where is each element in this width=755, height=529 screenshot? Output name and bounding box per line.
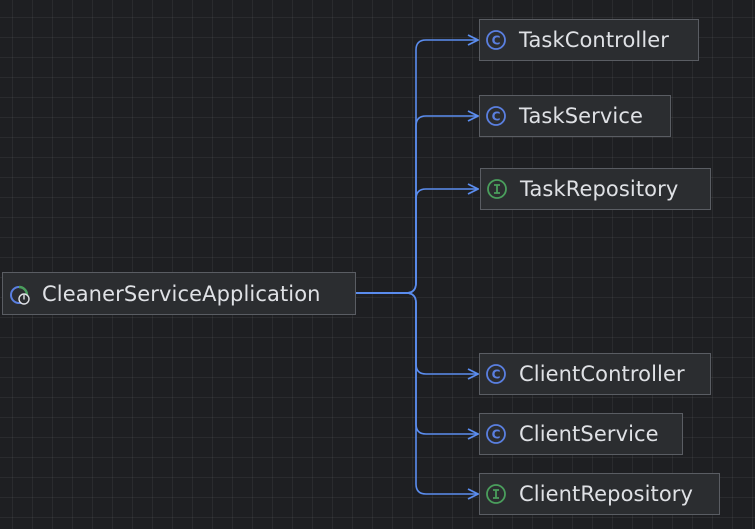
node-label: ClientService xyxy=(519,422,659,446)
node-client-service[interactable]: C ClientService xyxy=(479,413,683,455)
edge-to-taskrepository xyxy=(356,189,478,294)
node-cleaner-service-application[interactable]: CleanerServiceApplication xyxy=(2,272,356,315)
node-task-service[interactable]: C TaskService xyxy=(479,95,671,137)
edge-to-taskservice xyxy=(356,116,478,294)
svg-text:C: C xyxy=(492,428,501,442)
edge-to-taskcontroller xyxy=(356,40,478,294)
class-icon: C xyxy=(486,30,506,50)
node-label: ClientRepository xyxy=(519,482,694,506)
node-client-repository[interactable]: ClientRepository xyxy=(479,473,720,515)
node-client-controller[interactable]: C ClientController xyxy=(479,353,711,395)
svg-text:C: C xyxy=(492,34,501,48)
svg-text:C: C xyxy=(492,110,501,124)
node-task-controller[interactable]: C TaskController xyxy=(479,19,699,61)
node-label: TaskService xyxy=(519,104,644,128)
node-label: CleanerServiceApplication xyxy=(42,281,321,306)
class-icon: C xyxy=(486,364,506,384)
class-icon: C xyxy=(486,424,506,444)
edge-to-clientcontroller xyxy=(356,292,478,374)
edge-to-clientrepository xyxy=(356,292,478,494)
node-task-repository[interactable]: TaskRepository xyxy=(480,168,711,210)
svg-text:C: C xyxy=(492,368,501,382)
edge-to-clientservice xyxy=(356,292,478,434)
node-label: TaskController xyxy=(519,28,670,52)
class-icon: C xyxy=(486,106,506,126)
interface-icon xyxy=(486,484,506,504)
interface-icon xyxy=(487,179,507,199)
node-label: TaskRepository xyxy=(520,177,679,201)
node-label: ClientController xyxy=(519,362,685,386)
spring-boot-app-icon xyxy=(9,284,30,305)
